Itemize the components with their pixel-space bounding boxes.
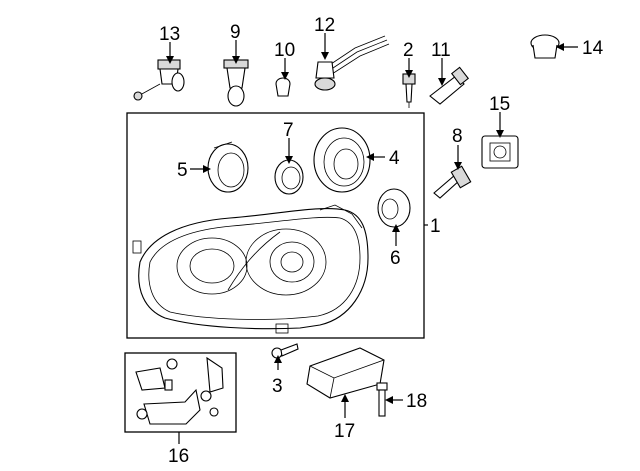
callout-7: 7 — [283, 120, 294, 141]
callout-5: 5 — [177, 160, 188, 181]
socket-harness-12 — [314, 35, 390, 91]
callout-labels: 1 2 3 4 5 6 7 8 9 10 11 12 13 14 15 16 1… — [159, 15, 604, 467]
control-module-17 — [306, 347, 385, 399]
bulb-8 — [433, 165, 472, 199]
callout-14: 14 — [582, 38, 604, 59]
callout-6: 6 — [390, 248, 401, 269]
arrowheads — [166, 43, 564, 404]
headlamp-assembly — [132, 204, 369, 334]
igniter-15 — [481, 135, 519, 169]
callout-17: 17 — [334, 421, 355, 442]
housing-cover-4 — [313, 127, 371, 193]
callout-18: 18 — [406, 391, 427, 412]
ring-7 — [274, 159, 304, 195]
cover-ring-5 — [207, 141, 249, 193]
bolt-18 — [376, 382, 388, 417]
callout-11: 11 — [431, 40, 451, 61]
bulb-11 — [429, 66, 470, 105]
screw-3 — [271, 343, 299, 359]
bulb-9 — [223, 59, 249, 107]
callout-12: 12 — [314, 15, 335, 36]
bulb-2 — [402, 73, 416, 108]
bracket-kit-16 — [135, 356, 224, 425]
cap-14 — [530, 34, 560, 59]
bulb-13 — [133, 59, 185, 101]
bulb-10 — [275, 77, 291, 97]
callout-2: 2 — [403, 40, 414, 61]
bulb-cap-6 — [377, 188, 411, 228]
callout-4: 4 — [389, 148, 400, 169]
callout-3: 3 — [272, 376, 283, 397]
callout-9: 9 — [230, 22, 241, 43]
callout-10: 10 — [274, 40, 295, 61]
callout-13: 13 — [159, 24, 180, 45]
callout-1: 1 — [430, 216, 441, 237]
callout-15: 15 — [489, 94, 510, 115]
callout-8: 8 — [452, 126, 463, 147]
callout-16: 16 — [168, 446, 189, 467]
bracket-kit-frame — [124, 352, 237, 433]
